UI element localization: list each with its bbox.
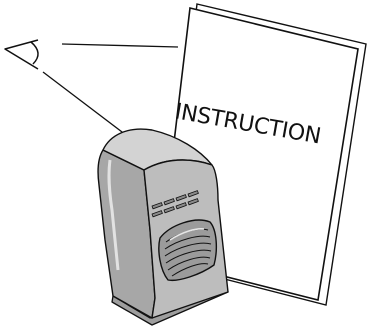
sight-line-lower	[43, 72, 126, 135]
eye-icon	[5, 40, 38, 69]
viewer	[5, 40, 178, 135]
sight-line-upper	[62, 44, 178, 47]
